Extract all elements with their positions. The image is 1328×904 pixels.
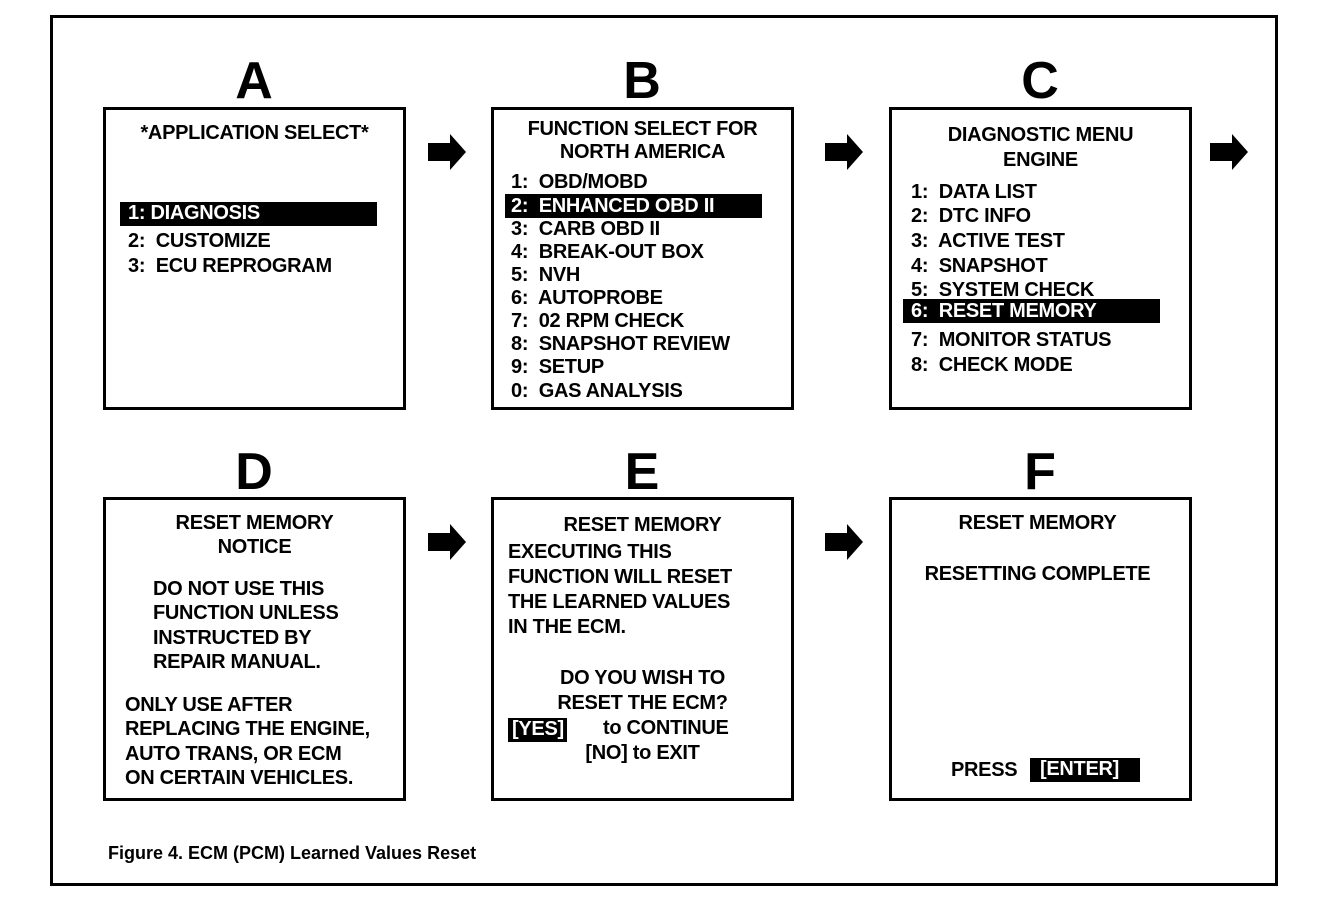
panel-c-title: ENGINE (1003, 149, 1078, 171)
notice-text: REPAIR MANUAL. (153, 651, 321, 673)
press-label: PRESS (951, 759, 1018, 781)
body-text: FUNCTION WILL RESET (508, 566, 732, 588)
right-arrow-icon (825, 134, 863, 170)
menu-item[interactable]: 7: MONITOR STATUS (911, 329, 1112, 351)
panel-c-letter: C (1021, 52, 1059, 110)
menu-item-selected[interactable]: 2: ENHANCED OBD II (511, 195, 715, 217)
menu-item-selected[interactable]: 6: RESET MEMORY (911, 300, 1097, 322)
note-text: ON CERTAIN VEHICLES. (125, 767, 354, 789)
notice-text: INSTRUCTED BY (153, 627, 312, 649)
right-arrow-icon (825, 524, 863, 560)
question-text: RESET THE ECM? (557, 692, 728, 714)
note-text: AUTO TRANS, OR ECM (125, 743, 342, 765)
status-text: RESETTING COMPLETE (924, 563, 1151, 585)
menu-item-selected[interactable]: 1: DIAGNOSIS (128, 202, 260, 224)
right-arrow-icon (428, 524, 466, 560)
panel-d-screen (103, 497, 406, 801)
menu-item[interactable]: 8: SNAPSHOT REVIEW (511, 333, 730, 355)
enter-key-highlight (1030, 758, 1140, 782)
menu-item[interactable]: 0: GAS ANALYSIS (511, 380, 683, 402)
panel-b-title: FUNCTION SELECT FOR (527, 118, 758, 140)
panel-d-title: RESET MEMORY (175, 512, 334, 534)
right-arrow-icon (1210, 134, 1248, 170)
no-instruction[interactable]: [NO] to EXIT (585, 742, 700, 764)
panel-e-letter: E (624, 443, 660, 501)
panel-d-letter: D (235, 443, 273, 501)
notice-text: DO NOT USE THIS (153, 578, 325, 600)
menu-item[interactable]: 3: ACTIVE TEST (911, 230, 1065, 252)
menu-item[interactable]: 3: CARB OBD II (511, 218, 660, 240)
yes-key[interactable]: [YES] (512, 718, 564, 740)
panel-e-title: RESET MEMORY (563, 514, 722, 536)
note-text: ONLY USE AFTER (125, 694, 293, 716)
panel-f-letter: F (1024, 443, 1056, 501)
panel-c-title: DIAGNOSTIC MENU (947, 124, 1134, 146)
right-arrow-icon (428, 134, 466, 170)
panel-b-screen (491, 107, 794, 410)
selection-highlight (903, 299, 1160, 323)
menu-item[interactable]: 1: OBD/MOBD (511, 171, 648, 193)
menu-item[interactable]: 2: CUSTOMIZE (128, 230, 271, 252)
menu-item[interactable]: 5: SYSTEM CHECK (911, 279, 1095, 301)
yes-key-highlight (508, 718, 567, 742)
figure-frame (50, 15, 1278, 886)
menu-item[interactable]: 6: AUTOPROBE (511, 287, 663, 309)
enter-key[interactable]: [ENTER] (1040, 758, 1120, 780)
menu-item[interactable]: 4: SNAPSHOT (911, 255, 1048, 277)
menu-item[interactable]: 8: CHECK MODE (911, 354, 1073, 376)
notice-text: FUNCTION UNLESS (153, 602, 339, 624)
panel-f-title: RESET MEMORY (958, 512, 1117, 534)
selection-highlight (505, 194, 762, 218)
panel-f-screen (889, 497, 1192, 801)
panel-b-letter: B (623, 52, 661, 110)
panel-a-letter: A (235, 52, 273, 110)
panel-c-screen (889, 107, 1192, 410)
menu-item[interactable]: 1: DATA LIST (911, 181, 1037, 203)
selection-highlight (120, 202, 377, 226)
menu-item[interactable]: 2: DTC INFO (911, 205, 1031, 227)
menu-item[interactable]: 3: ECU REPROGRAM (128, 255, 332, 277)
panel-d-title: NOTICE (217, 536, 292, 558)
question-text: DO YOU WISH TO (559, 667, 726, 689)
panel-a-screen (103, 107, 406, 410)
note-text: REPLACING THE ENGINE, (125, 718, 370, 740)
panel-a-title: *APPLICATION SELECT* (140, 122, 369, 144)
body-text: IN THE ECM. (508, 616, 626, 638)
menu-item[interactable]: 5: NVH (511, 264, 581, 286)
yes-instruction: to CONTINUE (603, 717, 729, 739)
body-text: EXECUTING THIS (508, 541, 672, 563)
menu-item[interactable]: 9: SETUP (511, 356, 604, 378)
panel-b-title: NORTH AMERICA (559, 141, 726, 163)
menu-item[interactable]: 7: 02 RPM CHECK (511, 310, 685, 332)
body-text: THE LEARNED VALUES (508, 591, 731, 613)
menu-item[interactable]: 4: BREAK-OUT BOX (511, 241, 704, 263)
figure-caption: Figure 4. ECM (PCM) Learned Values Reset (108, 843, 477, 863)
panel-e-screen (491, 497, 794, 801)
